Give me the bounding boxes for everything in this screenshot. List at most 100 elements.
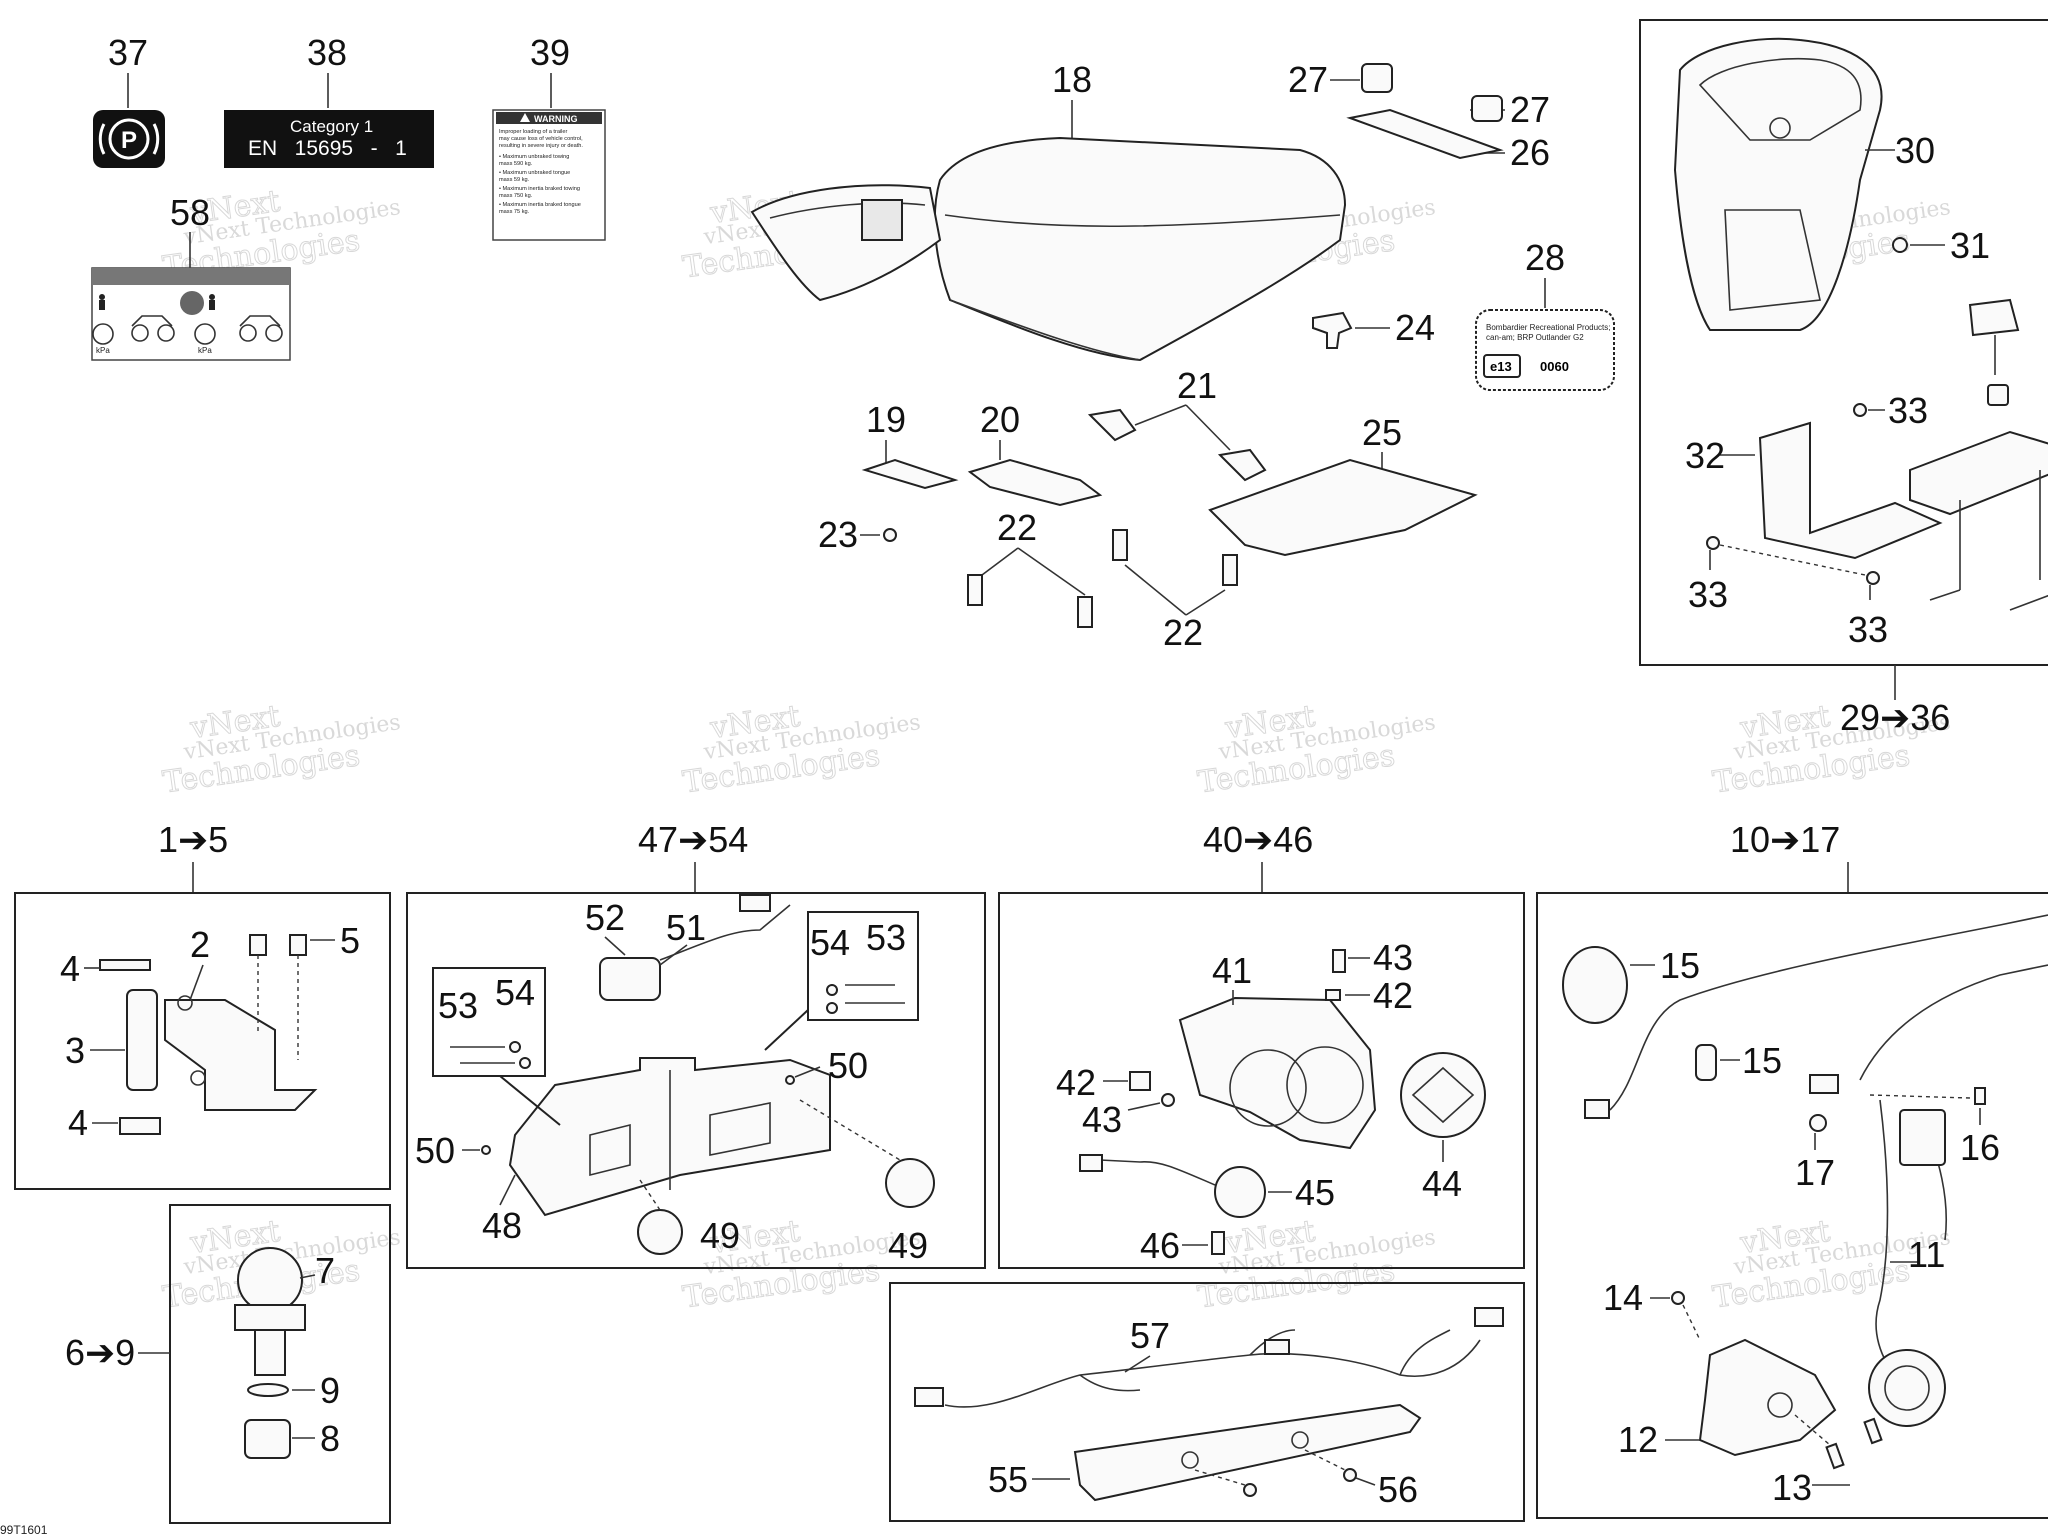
callout-38: 38 [307, 32, 347, 73]
callout-2: 2 [190, 924, 210, 965]
hitch-nut [244, 1419, 291, 1459]
backrest [1673, 37, 1883, 331]
headlight-housing [1178, 996, 1377, 1150]
callout-19: 19 [866, 399, 906, 440]
callout-18: 18 [1052, 59, 1092, 100]
screw [1243, 1483, 1257, 1497]
nut [826, 1002, 838, 1014]
sticker-39-line: mass 750 kg. [499, 193, 533, 199]
backrest-screw [1706, 536, 1720, 550]
callout-26: 26 [1510, 132, 1550, 173]
callout-15-top: 15 [1660, 945, 1700, 986]
sticker-39-line: • Maximum unbraked tongue [499, 170, 570, 176]
trailer-socket [1868, 1349, 1946, 1427]
seat-rail [1346, 108, 1504, 160]
callout-1-5: 1➔5 [158, 819, 228, 860]
callout-16: 16 [1960, 1127, 2000, 1168]
seat-assembly-group: 18 19 20 21 22 22 23 [750, 59, 1550, 653]
callout-46: 46 [1140, 1225, 1180, 1266]
sticker-58-kpa-right: kPa [198, 346, 212, 355]
bolt [1825, 1442, 1845, 1470]
seat-clip [1087, 408, 1137, 442]
sticker-28-e13: e13 [1490, 359, 1512, 374]
box-55-57-harness: 57 55 56 [889, 1282, 1525, 1522]
callout-49-right: 49 [888, 1225, 928, 1266]
callout-32: 32 [1685, 435, 1725, 476]
sticker-39-warning-title: WARNING [534, 114, 578, 124]
callout-27-right: 27 [1510, 89, 1550, 130]
wiring-connector [1474, 1307, 1504, 1327]
headlight-screw [1161, 1093, 1175, 1107]
callout-15-bottom: 15 [1742, 1040, 1782, 1081]
callout-5: 5 [340, 920, 360, 961]
trailer-wiring-harness [1609, 914, 2048, 1111]
box-frame [1639, 19, 2048, 666]
box-40-46-headlight: 40➔46 41 44 43 42 42 43 45 [998, 819, 1525, 1269]
wiring-connector [739, 894, 771, 912]
callout-37: 37 [108, 32, 148, 73]
sticker-28-text: Bombardier Recreational Products; [1486, 323, 1611, 332]
sticker-39-warning: 39 WARNING Improper loading of a trailer… [492, 32, 606, 241]
seat-knob [1361, 63, 1393, 93]
callout-11: 11 [1908, 1234, 1945, 1275]
sub-box-fasteners-right [807, 911, 919, 1021]
rivet [481, 1145, 491, 1155]
callout-27-left: 27 [1288, 59, 1328, 100]
callout-33-a: 33 [1888, 390, 1928, 431]
callout-23: 23 [818, 514, 858, 555]
callout-30: 30 [1895, 130, 1935, 171]
callout-56: 56 [1378, 1469, 1418, 1510]
seat-latch [1312, 311, 1353, 349]
sticker-39-line: • Maximum unbraked towing [499, 154, 569, 160]
backrest-screw [1866, 571, 1880, 585]
socket-bracket [1698, 1338, 1837, 1457]
callout-17: 17 [1795, 1152, 1835, 1193]
sticker-28-label: 28 Bombardier Recreational Products; can… [1475, 237, 1615, 391]
wire-loop [1562, 946, 1628, 1024]
callout-47-54: 47➔54 [638, 819, 748, 860]
callout-7: 7 [315, 1250, 335, 1291]
callout-43-upper: 43 [1373, 937, 1413, 978]
callout-9: 9 [320, 1370, 340, 1411]
backrest-spacer [1987, 384, 2009, 406]
reflector-cap [885, 1158, 935, 1208]
mounting-plate [1073, 1403, 1422, 1502]
callout-51: 51 [666, 907, 706, 948]
sticker-39-line: mass 75 kg. [499, 209, 530, 215]
callout-48: 48 [482, 1205, 522, 1246]
callout-44: 44 [1422, 1163, 1462, 1204]
callout-43-lower: 43 [1082, 1099, 1122, 1140]
seat-spacer [1112, 529, 1128, 561]
backrest-screw [1853, 403, 1867, 417]
sticker-58-kpa-left: kPa [96, 346, 110, 355]
screw [1343, 1468, 1357, 1482]
box-frame [1536, 892, 2048, 1519]
seat-clip [1217, 448, 1267, 482]
seat-knob [1471, 95, 1503, 122]
callout-10-17: 10➔17 [1730, 819, 1840, 860]
callout-54-right: 54 [810, 922, 850, 963]
hitch-washer [247, 1383, 289, 1397]
callout-24: 24 [1395, 307, 1435, 348]
sub-box-fasteners-left [432, 967, 546, 1077]
callout-22-bottom: 22 [1163, 612, 1203, 653]
callout-13: 13 [1772, 1467, 1812, 1508]
callout-58: 58 [170, 192, 210, 233]
callout-4-top: 4 [60, 948, 80, 989]
backrest-bracket [1758, 421, 1943, 560]
headlight-bulb [1214, 1166, 1266, 1218]
sticker-58-tire-pressure: 58 kPa kPa [91, 192, 291, 361]
sticker-39-line: • Maximum inertia braked towing [499, 186, 580, 192]
sticker-38-category-text: Category 1 [290, 117, 373, 136]
callout-14: 14 [1603, 1277, 1643, 1318]
sticker-39-line: mass 590 kg. [499, 161, 533, 167]
sticker-39-line: Improper loading of a trailer [499, 129, 568, 135]
rivet [785, 1075, 795, 1085]
box-frame [998, 892, 1525, 1269]
callout-29-36: 29➔36 [1840, 697, 1950, 738]
license-plate-light [599, 957, 661, 1001]
sticker-39-line: mass 59 kg. [499, 177, 530, 183]
box-47-54-license-plate: 47➔54 51 52 53 54 54 53 50 [406, 819, 986, 1269]
wiring-connector [1584, 1099, 1610, 1119]
callout-31: 31 [1950, 225, 1990, 266]
